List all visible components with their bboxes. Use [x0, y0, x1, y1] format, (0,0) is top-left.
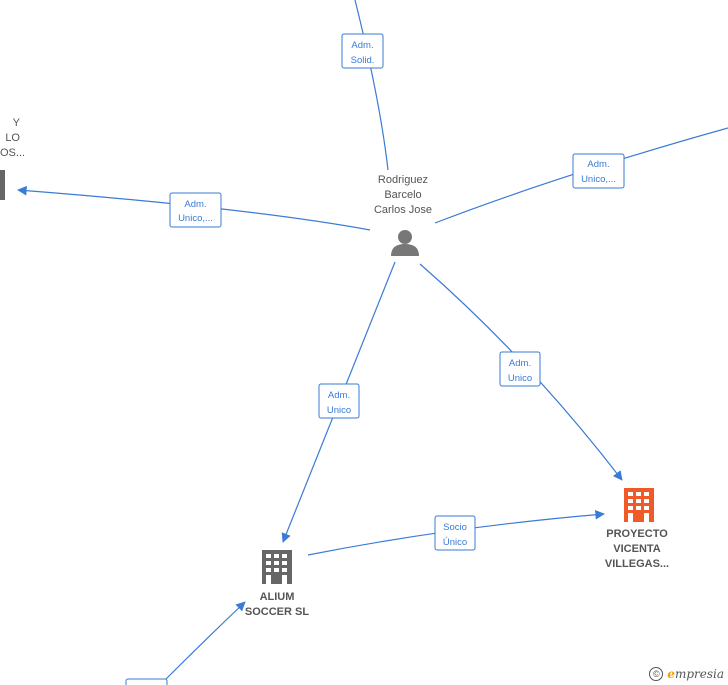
svg-text:Único: Único: [443, 537, 467, 548]
edge-left[interactable]: [17, 185, 371, 231]
svg-text:Solid.: Solid.: [351, 55, 375, 66]
svg-text:Adm.: Adm.: [509, 358, 531, 369]
svg-text:Socio: Socio: [443, 522, 467, 533]
edge-top[interactable]: [354, 0, 389, 171]
edge-bottom[interactable]: [164, 601, 246, 681]
edge-label-alium[interactable]: Adm. Unico: [318, 383, 360, 419]
edge-label-bottom-partial[interactable]: [125, 678, 168, 685]
person-icon[interactable]: [391, 230, 419, 256]
svg-text:Unico: Unico: [508, 373, 532, 384]
svg-text:Adm.: Adm.: [184, 199, 206, 210]
svg-text:Adm.: Adm.: [351, 40, 373, 51]
edge-label-left[interactable]: Adm. Unico,...: [169, 192, 222, 228]
edge-right[interactable]: [434, 127, 728, 224]
svg-text:Adm.: Adm.: [328, 390, 350, 401]
left-company-label-partial[interactable]: Y LO OS...: [0, 117, 26, 159]
edge-label-socio[interactable]: Socio Único: [434, 515, 476, 551]
copyright-icon: ©: [649, 667, 664, 681]
building-icon-alium[interactable]: [262, 550, 292, 584]
edge-label-proyecto[interactable]: Adm. Unico: [499, 351, 541, 387]
brand-footer: © empresia: [649, 667, 724, 681]
building-icon-proyecto[interactable]: [624, 488, 654, 522]
svg-text:Unico: Unico: [327, 405, 351, 416]
person-label[interactable]: Rodriguez Barcelo Carlos Jose: [373, 174, 433, 216]
svg-text:Unico,...: Unico,...: [178, 213, 213, 224]
svg-text:Unico,...: Unico,...: [581, 174, 616, 185]
edge-label-top[interactable]: Adm. Solid.: [341, 33, 384, 69]
proyecto-label[interactable]: PROYECTO VICENTA VILLEGAS...: [604, 528, 670, 570]
edge-label-right[interactable]: Adm. Unico,...: [572, 153, 625, 189]
alium-label[interactable]: ALIUM SOCCER SL: [244, 591, 310, 618]
building-icon-partial-left[interactable]: [0, 170, 5, 200]
brand-logo: empresia: [667, 667, 724, 681]
svg-text:Adm.: Adm.: [587, 159, 609, 170]
